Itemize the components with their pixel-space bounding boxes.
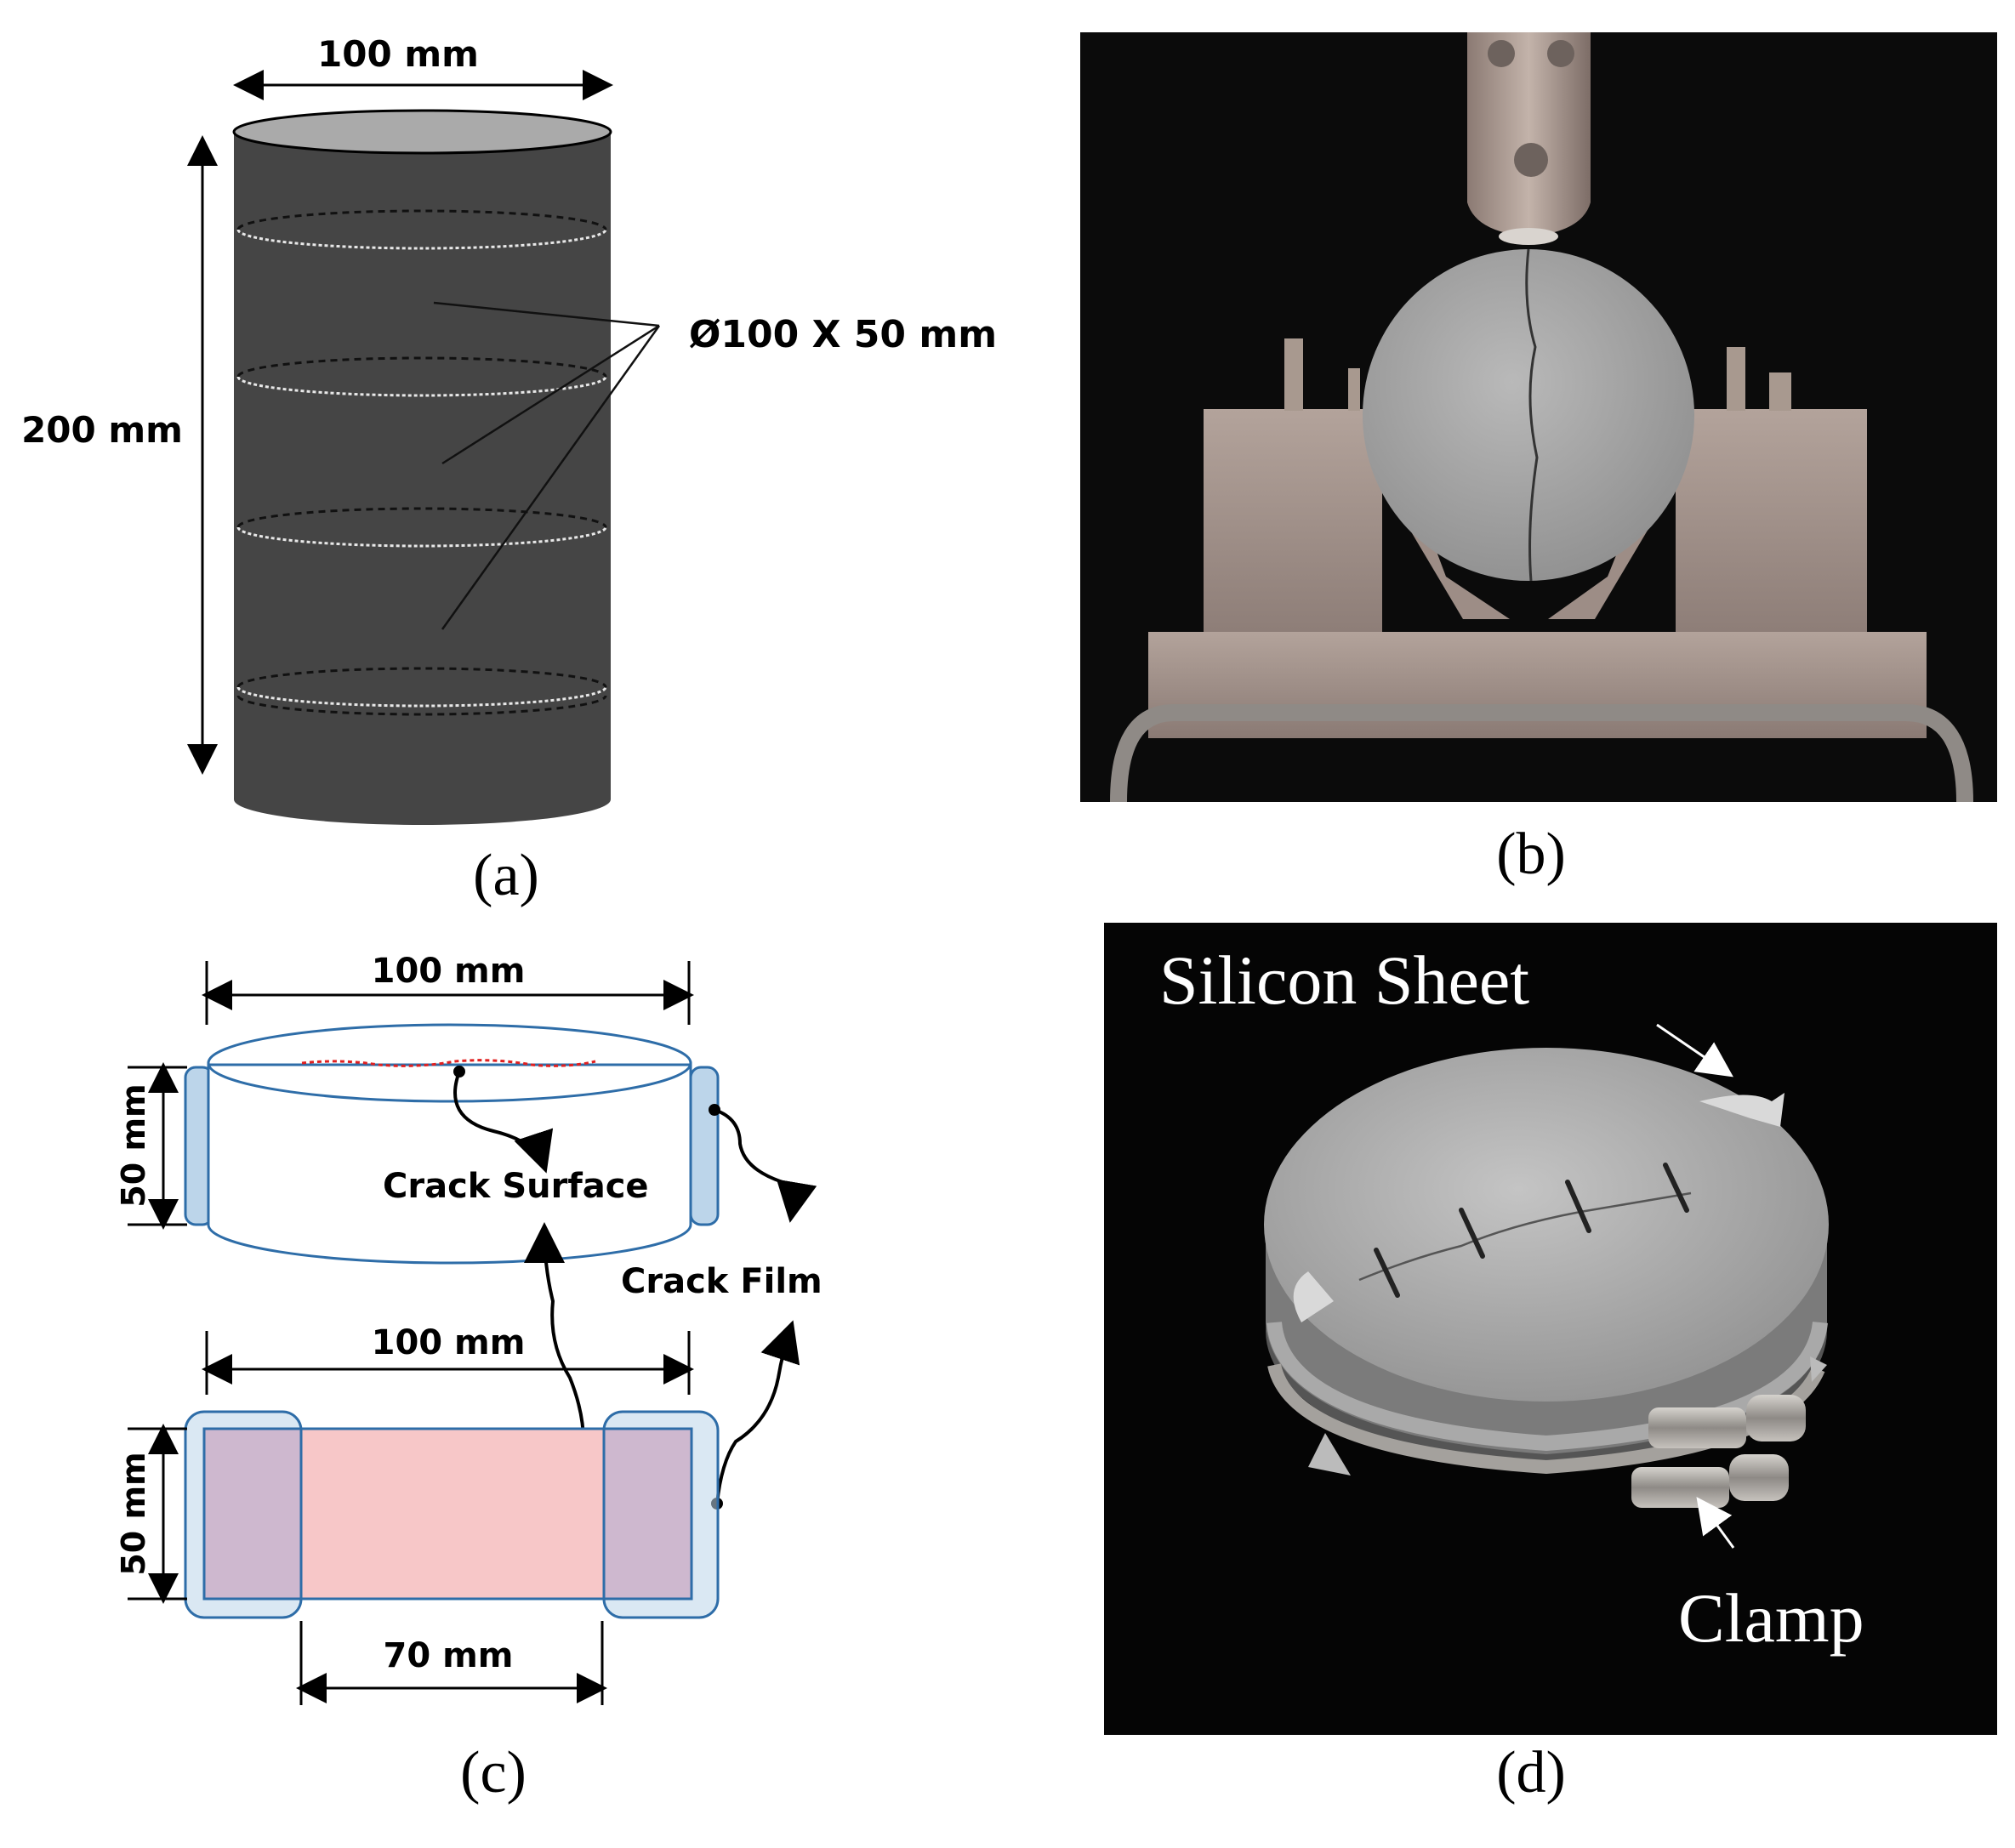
panel-d-specimen-photo: Silicon Sheet Clamp xyxy=(1104,923,1997,1735)
gap-label: 70 mm xyxy=(384,1636,514,1675)
cylinder-body xyxy=(234,132,611,825)
height-label: 200 mm xyxy=(21,409,183,451)
caption-b: (b) xyxy=(1496,822,1566,887)
clamp-label: Clamp xyxy=(1678,1579,1864,1657)
bottom-height-label: 50 mm xyxy=(115,1452,152,1575)
panel-a-cylinder-diagram: 100 mm 200 mm Ø100 X 50 mm xyxy=(21,33,997,825)
panel-c-specimen-schematic: 100 mm 50 mm Crack Surface Crack Film 10… xyxy=(115,952,823,1705)
caption-c: (c) xyxy=(460,1740,527,1805)
top-crack-film-right xyxy=(689,1066,720,1226)
bottom-width-label: 100 mm xyxy=(372,1323,526,1362)
caption-d: (d) xyxy=(1496,1740,1566,1805)
cylinder-top xyxy=(232,109,612,155)
width-label: 100 mm xyxy=(317,33,479,75)
top-disc-body xyxy=(207,1061,692,1265)
slice-lines xyxy=(236,209,607,716)
slice-dimension-label: Ø100 X 50 mm xyxy=(689,313,997,356)
crack-line xyxy=(301,1059,596,1067)
slice-leader-lines xyxy=(433,301,661,630)
overlap-right xyxy=(602,1427,693,1601)
overlap-left xyxy=(202,1427,303,1601)
silicon-sheet-arrow xyxy=(1656,1023,1733,1078)
panel-b-test-photo xyxy=(1080,32,1997,802)
test-jig xyxy=(1110,338,1973,802)
caption-a: (a) xyxy=(473,843,539,908)
clamp-arrow xyxy=(1696,1497,1735,1549)
top-height-label: 50 mm xyxy=(115,1083,152,1207)
specimen-crack xyxy=(1525,248,1539,582)
top-width-label: 100 mm xyxy=(372,952,526,991)
surface-crack xyxy=(1358,1191,1692,1282)
silicon-sheet-label: Silicon Sheet xyxy=(1159,941,1529,1019)
silicon-sheet xyxy=(1699,1093,1784,1127)
concrete-specimen xyxy=(1363,249,1694,581)
gauge-marks xyxy=(1374,1163,1689,1298)
crack-film-label: Crack Film xyxy=(621,1262,823,1301)
loading-head xyxy=(1467,32,1591,245)
crack-surface-label: Crack Surface xyxy=(383,1167,649,1206)
specimen-top-face xyxy=(1264,1048,1829,1402)
